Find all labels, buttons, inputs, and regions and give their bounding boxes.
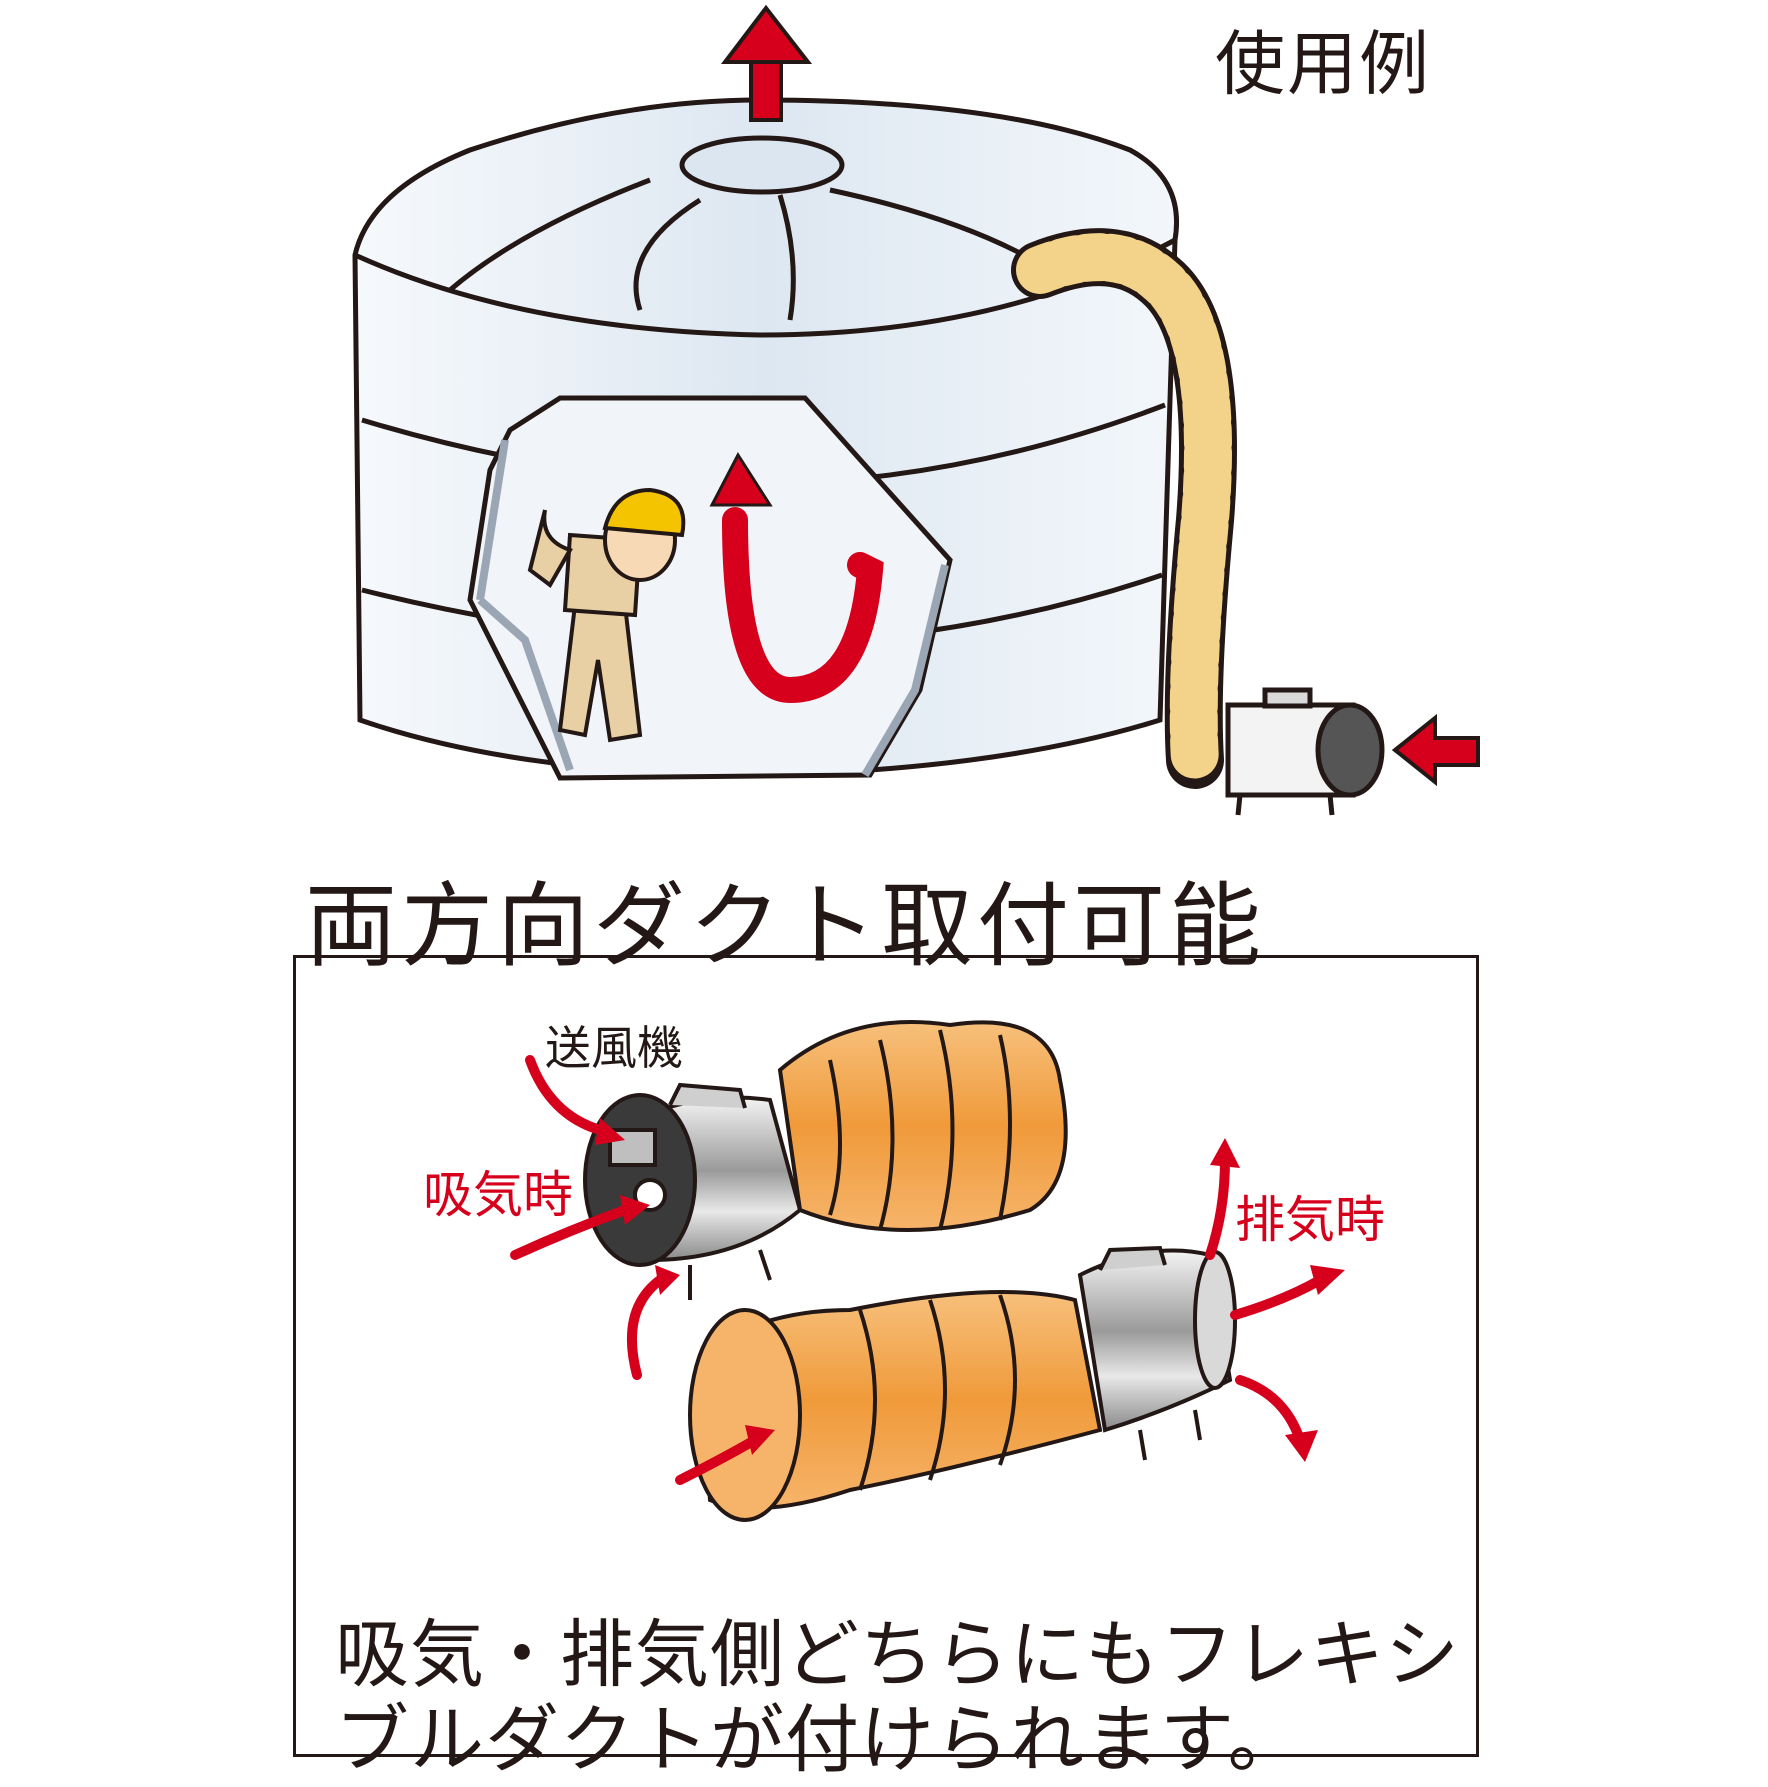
inner-circulation-arrow — [722, 507, 884, 704]
inlet-arrow — [1391, 713, 1480, 787]
worker-figure — [527, 487, 686, 743]
label-exhaust: 排気時 — [1235, 1191, 1385, 1249]
exhaust-fan — [1077, 1245, 1237, 1461]
label-blower: 送風機 — [545, 1021, 683, 1075]
detail-box — [293, 955, 1479, 1757]
top-exhaust-arrow — [720, 4, 813, 122]
intake-fan — [583, 1082, 803, 1300]
usage-example-label: 使用例 — [1215, 23, 1431, 105]
intake-duct — [777, 1020, 1068, 1232]
exhaust-arrows — [675, 1155, 1325, 1485]
heading-bidirectional-duct: 両方向ダクト取付可能 — [305, 873, 1266, 980]
exhaust-duct — [688, 1290, 1103, 1522]
caption-line-1: 吸気・排気側どちらにもフレキシ — [335, 1612, 1460, 1698]
caption-line-2: ブルダクトが付けられます。 — [335, 1697, 1303, 1783]
roof-opening — [679, 135, 845, 195]
label-intake: 吸気時 — [423, 1166, 573, 1224]
intake-arrows — [510, 1055, 665, 1380]
blower-unit — [1225, 687, 1385, 816]
